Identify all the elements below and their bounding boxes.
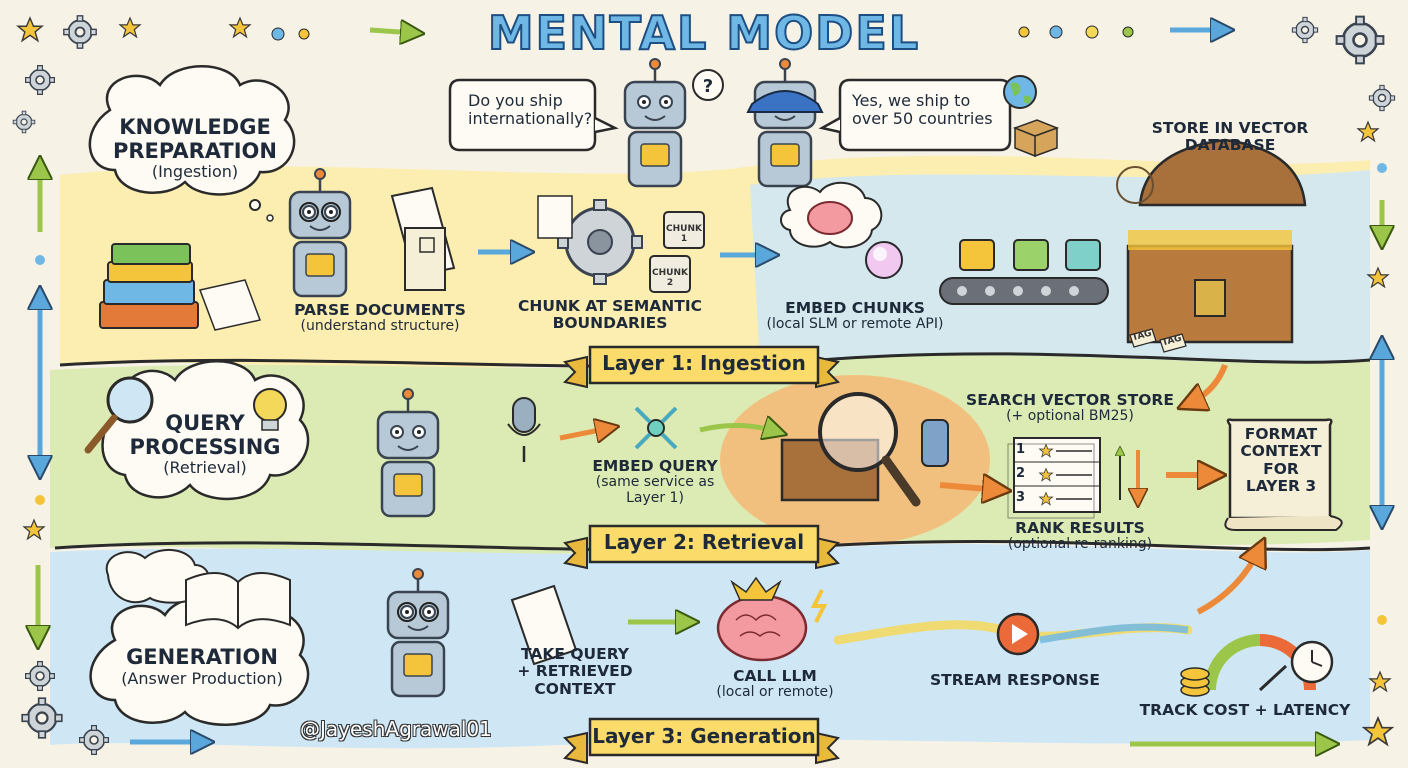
store-title-1: STORE IN VECTOR	[1151, 119, 1309, 137]
format-title-3: FOR	[1263, 459, 1299, 478]
cloud-query-processing: QUERY PROCESSING (Retrieval)	[110, 411, 300, 478]
rank-title: RANK RESULTS	[1015, 519, 1145, 537]
rank-item-2: 2	[1016, 466, 1026, 481]
books-stack	[99, 243, 262, 331]
step-take-query-context: TAKE QUERY + RETRIEVED CONTEXT	[505, 645, 645, 698]
chunk-2-label: CHUNK 2	[652, 268, 688, 289]
take-title-1: TAKE QUERY	[520, 645, 630, 663]
speech-bubble-answer: Yes, we ship to over 50 countries	[852, 92, 993, 128]
step-stream-response: STREAM RESPONSE	[929, 671, 1101, 689]
gear-chunker	[537, 195, 643, 285]
store-title-2: DATABASE	[1184, 136, 1276, 155]
answer-line-2: over 50 countries	[852, 108, 993, 128]
chunk-title-2: BOUNDARIES	[552, 314, 668, 333]
embed-arrows-icon	[634, 406, 678, 450]
documents-scroll	[390, 186, 456, 291]
rank-list-prop	[1007, 437, 1138, 519]
author-credit: @JayeshAgrawal01	[300, 717, 492, 741]
format-title-4: LAYER 3	[1245, 477, 1317, 496]
call-llm-title: CALL LLM	[733, 667, 817, 685]
step-rank-results: RANK RESULTS (optional re-ranking)	[975, 519, 1185, 553]
cloud-knowledge-subtitle: (Ingestion)	[151, 162, 239, 182]
cloud-knowledge-title-1: KNOWLEDGE	[119, 115, 271, 139]
take-title-2: + RETRIEVED	[517, 662, 633, 681]
chunk-1-label: CHUNK 1	[666, 224, 702, 245]
step-chunk-semantic: CHUNK AT SEMANTIC BOUNDARIES	[510, 297, 710, 333]
layer1-banner: Layer 1: Ingestion	[602, 351, 806, 375]
cloud-generation-subtitle: (Answer Production)	[121, 668, 283, 688]
embed-chunks-title: EMBED CHUNKS	[785, 299, 925, 317]
search-treasure-magnifier	[780, 392, 949, 507]
puzzle-chunk-1	[663, 211, 705, 249]
treasure-chest-vector-db	[1116, 138, 1307, 353]
rank-item-3: 3	[1016, 490, 1026, 505]
cloud-knowledge-title-2: PREPARATION	[113, 138, 277, 163]
step-embed-chunks: EMBED CHUNKS (local SLM or remote API)	[740, 299, 970, 333]
question-line-1: Do you ship	[468, 91, 563, 110]
step-track-cost-latency: TRACK COST + LATENCY	[1139, 701, 1351, 719]
cloud-knowledge-preparation: KNOWLEDGE PREPARATION (Ingestion)	[95, 115, 295, 182]
embed-chunks-subtitle: (local SLM or remote API)	[766, 316, 944, 333]
llm-brain	[716, 576, 828, 662]
rank-subtitle: (optional re-ranking)	[1007, 536, 1153, 553]
frame-decorations	[12, 14, 1396, 756]
step-store-vector-db: STORE IN VECTOR DATABASE	[1135, 119, 1325, 155]
cloud-generation: GENERATION (Answer Production)	[92, 645, 312, 688]
call-llm-subtitle: (local or remote)	[716, 684, 834, 701]
format-title-1: FORMAT	[1244, 425, 1318, 443]
format-context-scroll	[1224, 418, 1343, 531]
svg-text:?: ?	[703, 76, 713, 97]
layer1-banner-ribbon	[563, 345, 840, 389]
cloud-query-subtitle: (Retrieval)	[163, 458, 247, 478]
embed-query-subtitle-1: (same service as	[595, 474, 715, 491]
page-title: MENTAL MODEL	[487, 6, 921, 60]
layer3-banner-ribbon	[563, 717, 840, 765]
format-title-2: CONTEXT	[1240, 442, 1322, 461]
open-book-prop	[185, 572, 291, 630]
embed-query-title: EMBED QUERY	[592, 457, 718, 475]
cloud-query-title-1: QUERY	[165, 411, 245, 435]
cloud-query-title-2: PROCESSING	[129, 434, 281, 459]
layer3-banner: Layer 3: Generation	[592, 724, 816, 748]
cloud-generation-shape	[89, 548, 310, 726]
layer2-banner: Layer 2: Retrieval	[603, 530, 805, 554]
speech-bubble-answer-shape	[818, 78, 1012, 152]
cost-latency-gauge	[1180, 634, 1334, 697]
rank-item-1: 1	[1016, 442, 1026, 457]
lightbulb-prop	[253, 388, 287, 431]
take-title-3: CONTEXT	[534, 679, 616, 698]
magnifier-prop	[84, 376, 154, 454]
search-title: SEARCH VECTOR STORE	[966, 391, 1174, 409]
cloud-knowledge-shape	[88, 65, 296, 222]
microphone-prop	[507, 397, 541, 462]
step-call-llm: CALL LLM (local or remote)	[690, 667, 860, 701]
conveyor-belt	[939, 239, 1109, 305]
step-embed-query: EMBED QUERY (same service as Layer 1)	[575, 457, 735, 507]
question-line-2: internationally?	[468, 108, 593, 128]
puzzle-chunk-2	[649, 255, 691, 293]
search-subtitle: (+ optional BM25)	[1006, 408, 1134, 425]
layer2-banner-ribbon	[563, 524, 840, 570]
speech-bubble-question-shape	[448, 78, 619, 152]
flow-arrows	[38, 30, 1382, 744]
chunk-title-1: CHUNK AT SEMANTIC	[518, 297, 702, 315]
step-search-vector-store: SEARCH VECTOR STORE (+ optional BM25)	[950, 391, 1190, 425]
step-parse-documents: PARSE DOCUMENTS (understand structure)	[280, 301, 480, 335]
parse-title: PARSE DOCUMENTS	[294, 301, 466, 319]
embed-query-subtitle-2: Layer 1)	[626, 490, 684, 507]
answer-line-1: Yes, we ship to	[852, 91, 971, 110]
parse-subtitle: (understand structure)	[300, 318, 460, 335]
brain-thought-cloud	[780, 181, 883, 249]
cloud-generation-title: GENERATION	[126, 645, 278, 669]
step-format-context: FORMAT CONTEXT FOR LAYER 3	[1232, 425, 1330, 496]
retrieved-doc-page	[510, 584, 578, 666]
generation-band	[50, 544, 1370, 749]
stream-ribbon	[833, 612, 1193, 656]
speech-bubble-question: Do you ship internationally?	[468, 92, 592, 128]
